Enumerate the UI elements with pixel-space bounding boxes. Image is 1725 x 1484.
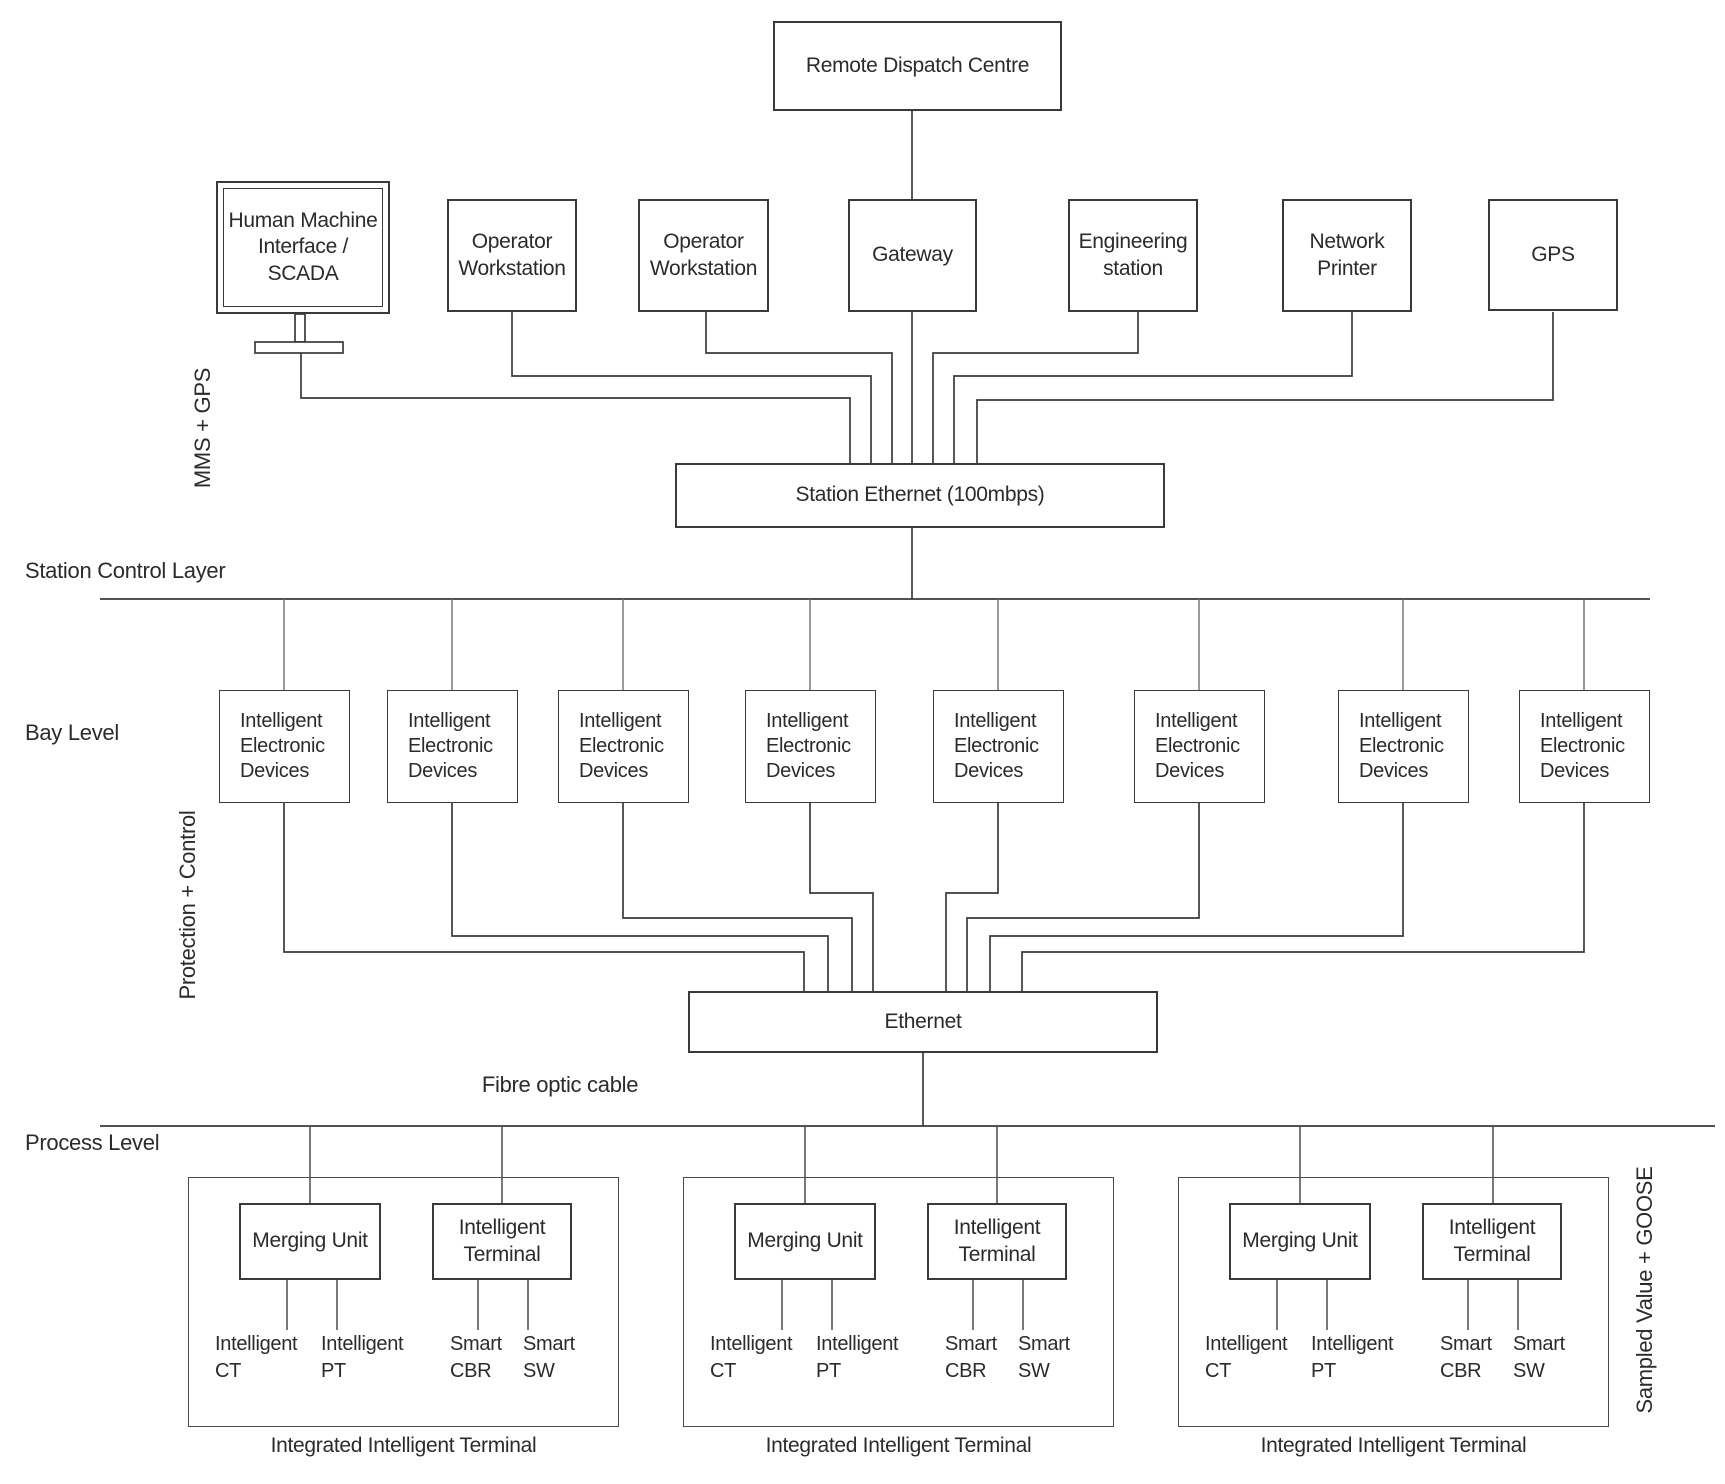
- station-control-layer-label: Station Control Layer: [25, 558, 226, 583]
- integrated-terminal-group-2: [683, 1177, 1114, 1427]
- smart-cbr-label-3: Smart CBR: [1440, 1333, 1492, 1382]
- station-ethernet-bus: Station Ethernet (100mbps): [675, 463, 1165, 528]
- ied-box-1: Intelligent Electronic Devices: [219, 690, 350, 803]
- smart-sw-label-2: Smart SW: [1018, 1333, 1070, 1382]
- operator-workstation-1-box: Operator Workstation: [447, 199, 577, 312]
- ied-box-4: Intelligent Electronic Devices: [745, 690, 876, 803]
- intelligent-pt-label-1: Intelligent PT: [321, 1333, 404, 1382]
- intelligent-ct-label-1: Intelligent CT: [215, 1333, 298, 1382]
- integrated-terminal-group-3: [1178, 1177, 1609, 1427]
- monitor-stand-icon: [254, 313, 344, 354]
- ied-box-2: Intelligent Electronic Devices: [387, 690, 518, 803]
- ied-box-3: Intelligent Electronic Devices: [558, 690, 689, 803]
- hmi-scada-label: Human Machine Interface / SCADA: [223, 188, 383, 307]
- process-level-label: Process Level: [25, 1130, 160, 1155]
- smart-sw-label-1: Smart SW: [523, 1333, 575, 1382]
- sampled-value-goose-label: Sampled Value + GOOSE: [1632, 1166, 1657, 1414]
- merging-unit-box-2: Merging Unit: [734, 1203, 876, 1280]
- engineering-station-box: Engineering station: [1068, 199, 1198, 312]
- smart-sw-label-3: Smart SW: [1513, 1333, 1565, 1382]
- intelligent-ct-label-3: Intelligent CT: [1205, 1333, 1288, 1382]
- intelligent-ct-label-2: Intelligent CT: [710, 1333, 793, 1382]
- intelligent-terminal-box-3: Intelligent Terminal: [1422, 1203, 1562, 1280]
- ied-box-7: Intelligent Electronic Devices: [1338, 690, 1469, 803]
- smart-cbr-label-2: Smart CBR: [945, 1333, 997, 1382]
- integrated-terminal-group-1: [188, 1177, 619, 1427]
- group-caption-1: Integrated Intelligent Terminal: [270, 1434, 537, 1457]
- group-caption-2: Integrated Intelligent Terminal: [765, 1434, 1032, 1457]
- gps-box: GPS: [1488, 199, 1618, 311]
- intelligent-terminal-box-2: Intelligent Terminal: [927, 1203, 1067, 1280]
- ied-box-8: Intelligent Electronic Devices: [1519, 690, 1650, 803]
- ied-box-6: Intelligent Electronic Devices: [1134, 690, 1265, 803]
- merging-unit-box-1: Merging Unit: [239, 1203, 381, 1280]
- smart-cbr-label-1: Smart CBR: [450, 1333, 502, 1382]
- remote-dispatch-centre-box: Remote Dispatch Centre: [773, 21, 1062, 111]
- gateway-box: Gateway: [848, 199, 977, 312]
- protection-control-label: Protection + Control: [175, 810, 200, 1000]
- network-printer-box: Network Printer: [1282, 199, 1412, 312]
- intelligent-pt-label-2: Intelligent PT: [816, 1333, 899, 1382]
- hmi-scada-monitor-box: Human Machine Interface / SCADA: [216, 181, 390, 314]
- bay-ethernet-bus: Ethernet: [688, 991, 1158, 1053]
- group-caption-3: Integrated Intelligent Terminal: [1260, 1434, 1527, 1457]
- bay-level-label: Bay Level: [25, 720, 119, 745]
- intelligent-terminal-box-1: Intelligent Terminal: [432, 1203, 572, 1280]
- merging-unit-box-3: Merging Unit: [1229, 1203, 1371, 1280]
- intelligent-pt-label-3: Intelligent PT: [1311, 1333, 1394, 1382]
- ied-box-5: Intelligent Electronic Devices: [933, 690, 1064, 803]
- fibre-optic-cable-label: Fibre optic cable: [481, 1072, 639, 1097]
- mms-gps-label: MMS + GPS: [190, 367, 215, 489]
- operator-workstation-2-box: Operator Workstation: [638, 199, 769, 312]
